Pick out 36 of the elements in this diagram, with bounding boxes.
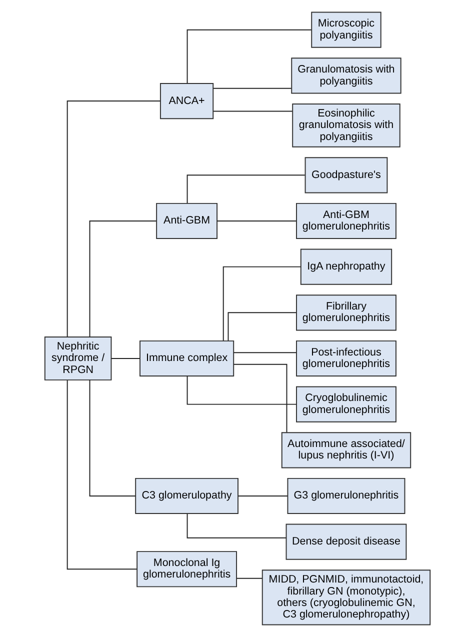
connector xyxy=(227,312,296,342)
node-box: G3 glomerulonephritis xyxy=(286,478,405,514)
connector xyxy=(212,110,292,112)
node-box: Dense deposit disease xyxy=(285,524,406,560)
node-box: Post-infectious glomerulonephritis xyxy=(296,340,396,377)
node-box: Anti-GBM xyxy=(156,202,217,240)
node-box: Microscopic polyangiitis xyxy=(310,12,381,48)
connector xyxy=(212,88,292,89)
connector xyxy=(186,376,296,405)
node-box: Nephritic syndrome / RPGN xyxy=(44,336,112,380)
node-box: Monoclonal Ig glomerulonephritis xyxy=(136,551,237,588)
connector xyxy=(88,220,156,338)
node-box: IgA nephropathy xyxy=(300,248,392,285)
connector xyxy=(66,100,160,338)
node-box: Goodpasture's xyxy=(304,157,388,194)
node-box: C3 glomerulopathy xyxy=(134,478,238,514)
node-box: Fibrillary glomerulonephritis xyxy=(296,294,396,331)
connector xyxy=(236,578,262,579)
connector xyxy=(232,364,287,433)
node-box: Immune complex xyxy=(139,340,234,377)
node-box: Anti-GBM glomerulonephritis xyxy=(296,202,396,240)
node-box: Granulomatosis with polyangiitis xyxy=(290,58,401,94)
connector xyxy=(232,352,296,354)
connector xyxy=(186,514,286,538)
connector xyxy=(216,220,296,222)
connector xyxy=(88,379,136,496)
connector xyxy=(186,29,312,84)
connector xyxy=(66,380,137,570)
node-box: Autoimmune associated/ lupus nephritis (I-VI) xyxy=(280,432,411,468)
node-box: ANCA+ xyxy=(159,83,214,120)
connector xyxy=(222,266,301,342)
connector xyxy=(186,174,305,204)
connector xyxy=(110,358,140,359)
node-box: Cryoglobulinemic glomerulonephritis xyxy=(296,386,396,422)
node-box: Eosinophilic granulomatosis with polyangiitis xyxy=(292,103,400,148)
node-box: MIDD, PGNMID, immunotactoid, fibrillary GN (monotypic), others (cryoglobulinemic GN, C3 glomerulonephropathy) xyxy=(261,570,430,626)
